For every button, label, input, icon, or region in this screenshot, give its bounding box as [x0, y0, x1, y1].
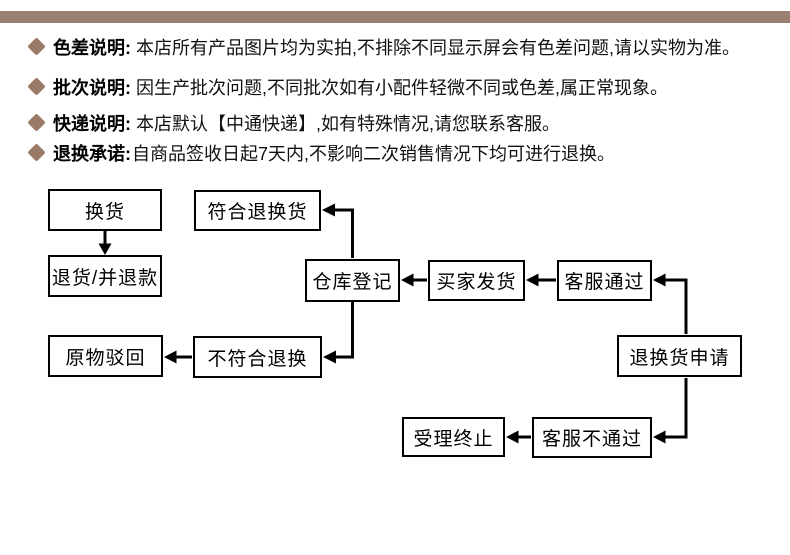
notice-label: 退换承诺:	[53, 144, 131, 164]
section-divider-bar	[0, 11, 790, 23]
flow-node-fails-return-criteria: 不符合退换	[193, 336, 322, 378]
flow-node-original-item-rejected: 原物驳回	[48, 335, 163, 377]
notice-text: 本店默认【中通快递】,如有特殊情况,请您联系客服。	[136, 114, 560, 134]
diamond-bullet-icon	[27, 77, 47, 97]
flow-node-service-approved: 客服通过	[557, 260, 652, 301]
arrow-buyer-ships-to-warehouse	[401, 273, 427, 287]
arrow-fails-criteria-to-original-rejected	[164, 350, 192, 364]
arrow-warehouse-to-meets-criteria	[322, 203, 354, 258]
notice-label: 批次说明:	[53, 78, 131, 98]
arrow-service-approved-to-buyer-ships	[526, 273, 556, 287]
flow-node-warehouse-registration: 仓库登记	[305, 259, 400, 302]
diamond-bullet-icon	[27, 37, 47, 57]
diamond-bullet-icon	[27, 143, 47, 163]
arrow-request-to-service-rejected	[653, 378, 688, 444]
notice-return-promise: 退换承诺: 自商品签收日起7天内,不影响二次销售情况下均可进行退换。	[27, 143, 616, 164]
notice-text: 因生产批次问题,不同批次如有小配件轻微不同或色差,属正常现象。	[136, 78, 668, 98]
arrow-exchange-to-refund	[98, 231, 112, 255]
flow-node-processing-terminated: 受理终止	[402, 417, 505, 457]
diamond-bullet-icon	[27, 113, 47, 133]
notice-label: 色差说明:	[53, 38, 131, 58]
flow-node-return-exchange-request: 退换货申请	[617, 335, 742, 377]
flow-node-return-and-refund: 退货/并退款	[48, 255, 162, 297]
arrow-warehouse-to-fails-criteria	[323, 302, 354, 364]
notice-label: 快递说明:	[53, 114, 131, 134]
flow-node-service-rejected: 客服不通过	[532, 417, 652, 458]
notice-text: 自商品签收日起7天内,不影响二次销售情况下均可进行退换。	[132, 144, 616, 164]
notice-shipping: 快递说明: 本店默认【中通快递】,如有特殊情况,请您联系客服。	[27, 113, 560, 134]
arrow-service-rejected-to-terminated	[506, 430, 531, 444]
flow-node-buyer-ships: 买家发货	[428, 260, 525, 301]
flow-node-exchange-goods: 换货	[48, 189, 162, 231]
notice-text: 本店所有产品图片均为实拍,不排除不同显示屏会有色差问题,请以实物为准。	[136, 38, 740, 58]
notice-color-difference: 色差说明: 本店所有产品图片均为实拍,不排除不同显示屏会有色差问题,请以实物为准…	[27, 37, 740, 58]
arrow-request-to-service-approved	[653, 273, 688, 334]
flow-node-meets-return-criteria: 符合退换货	[194, 190, 321, 231]
notice-batch: 批次说明: 因生产批次问题,不同批次如有小配件轻微不同或色差,属正常现象。	[27, 77, 668, 98]
